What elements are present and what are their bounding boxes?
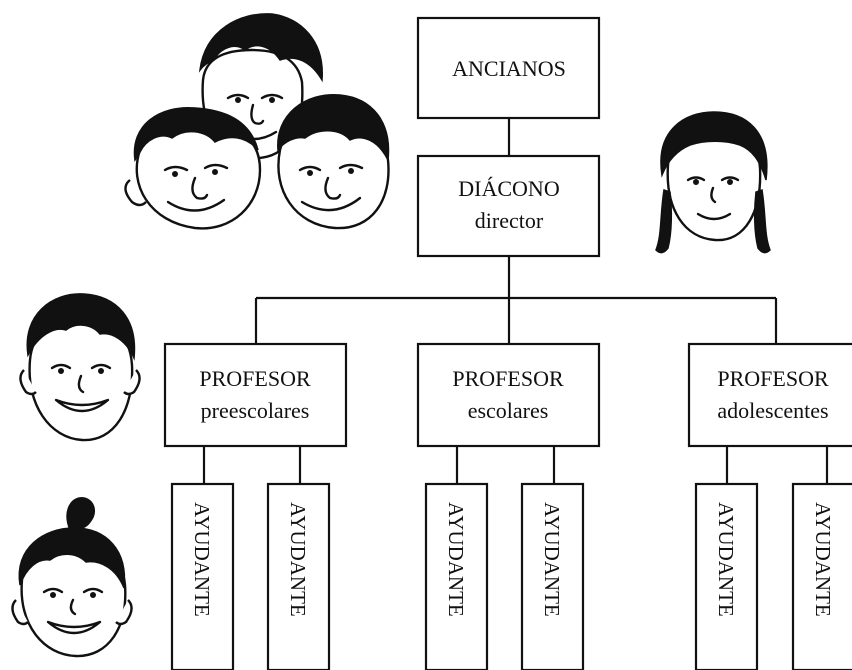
curly-haired-boy-illustration <box>19 293 141 442</box>
helper-box: AYUDANTE <box>694 482 759 670</box>
teacher-group: adolescentes <box>717 398 828 423</box>
elders-box: ANCIANOS <box>416 16 601 120</box>
teacher-title: PROFESOR <box>452 366 564 391</box>
deacon-title: DIÁCONO <box>458 176 559 201</box>
helper-label: AYUDANTE <box>190 502 214 617</box>
helper-box: AYUDANTE <box>791 482 852 670</box>
connectors <box>202 118 829 484</box>
helper-label: AYUDANTE <box>444 502 468 617</box>
helper-label: AYUDANTE <box>714 502 738 617</box>
group-of-three-children-illustration <box>124 13 390 230</box>
girl-with-ponytail-illustration <box>11 497 133 658</box>
helper-label: AYUDANTE <box>286 502 310 617</box>
helper-box: AYUDANTE <box>170 482 235 670</box>
helper-label: AYUDANTE <box>811 502 835 617</box>
teacher-box-preschool: PROFESOR preescolares <box>163 342 348 448</box>
teacher-group: escolares <box>468 398 549 423</box>
helper-box: AYUDANTE <box>424 482 489 670</box>
teacher-group: preescolares <box>201 398 310 423</box>
deacon-role: director <box>475 208 544 233</box>
girl-with-braids-illustration <box>655 111 771 254</box>
teacher-box-school: PROFESOR escolares <box>416 342 601 448</box>
child-face-left <box>124 106 262 230</box>
child-face-right <box>277 94 390 230</box>
helper-box: AYUDANTE <box>520 482 585 670</box>
helper-box: AYUDANTE <box>266 482 331 670</box>
deacon-box: DIÁCONO director <box>416 154 601 258</box>
teacher-title: PROFESOR <box>199 366 311 391</box>
teacher-box-teens: PROFESOR adolescentes <box>687 342 852 448</box>
helper-label: AYUDANTE <box>540 502 564 617</box>
teacher-title: PROFESOR <box>717 366 829 391</box>
elders-label: ANCIANOS <box>452 56 566 81</box>
